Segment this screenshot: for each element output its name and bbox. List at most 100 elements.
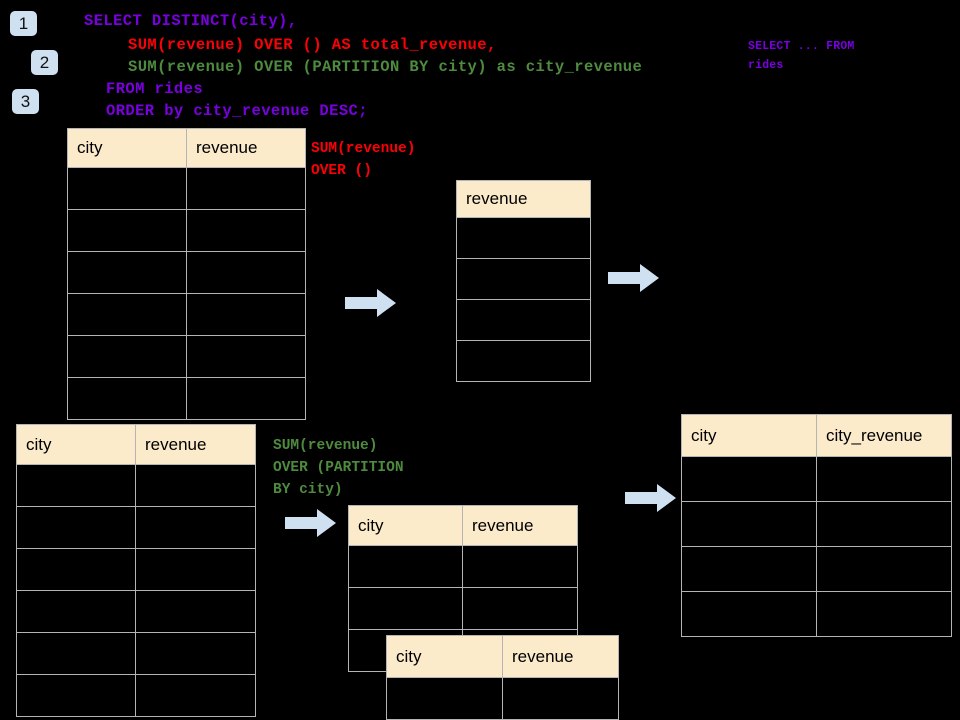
cell-city [681, 591, 817, 637]
table-rides-top: city revenue [67, 128, 306, 420]
cell-revenue [186, 293, 306, 336]
table-row [67, 293, 306, 336]
table-body [456, 217, 591, 382]
cell-revenue [456, 299, 591, 341]
arrow-rides-to-total-icon [345, 289, 396, 317]
cell-revenue [456, 217, 591, 259]
cell-revenue [186, 167, 306, 210]
table-row [348, 545, 578, 588]
table-body [67, 167, 306, 420]
cell-city [67, 251, 187, 294]
table-body [16, 464, 256, 717]
table-row [67, 377, 306, 420]
table-total-revenue: revenue [456, 180, 591, 382]
column-header-city: city [681, 414, 817, 457]
cell-revenue [456, 340, 591, 382]
column-header-city: city [348, 505, 463, 546]
arrow-rides-to-partition-icon [285, 509, 336, 537]
table-row [456, 217, 591, 259]
table-row [67, 209, 306, 252]
table-header-row: city revenue [386, 635, 619, 678]
cell-city [16, 506, 136, 549]
annotation-city-revenue-line3: BY city) [273, 482, 343, 498]
cell-city [681, 546, 817, 592]
column-header-city: city [16, 424, 136, 465]
sql-line-select: SELECT DISTINCT(city), [84, 12, 298, 30]
cell-city [681, 501, 817, 547]
cell-city-revenue [816, 591, 952, 637]
cell-revenue [462, 545, 578, 588]
cell-revenue [135, 506, 256, 549]
cell-city [681, 456, 817, 502]
column-header-city: city [386, 635, 503, 678]
cell-city [348, 545, 463, 588]
table-row [16, 548, 256, 591]
cell-revenue [135, 464, 256, 507]
column-header-revenue: revenue [456, 180, 591, 218]
table-body [681, 456, 952, 637]
sql-line-total-revenue: SUM(revenue) OVER () AS total_revenue, [128, 36, 497, 54]
table-row [681, 591, 952, 637]
cell-city-revenue [816, 456, 952, 502]
annotation-city-revenue-line1: SUM(revenue) [273, 438, 378, 454]
table-partition-front: city revenue [386, 635, 619, 720]
cell-revenue [135, 632, 256, 675]
step-badge-2-label: 2 [39, 53, 50, 72]
cell-city [67, 209, 187, 252]
table-row [16, 674, 256, 717]
cell-city [67, 377, 187, 420]
table-rides-bottom: city revenue [16, 424, 256, 717]
table-header-row: city city_revenue [681, 414, 952, 457]
cell-city [16, 548, 136, 591]
cell-revenue [186, 209, 306, 252]
arrow-partition-to-result-icon [625, 484, 676, 512]
table-row [456, 258, 591, 300]
annotation-total-revenue-line1: SUM(revenue) [311, 141, 416, 157]
cell-city [67, 167, 187, 210]
table-row [386, 677, 619, 720]
table-row [681, 546, 952, 592]
table-result: city city_revenue [681, 414, 952, 637]
table-body [386, 677, 619, 720]
step-badge-1-label: 1 [18, 14, 29, 33]
table-row [16, 506, 256, 549]
annotation-city-revenue-line2: OVER (PARTITION [273, 460, 404, 476]
side-note-rides: rides [748, 59, 784, 72]
cell-city [348, 587, 463, 630]
cell-city [16, 674, 136, 717]
table-header-row: city revenue [67, 128, 306, 168]
cell-city [67, 335, 187, 378]
table-row [16, 590, 256, 633]
step-badge-2: 2 [31, 50, 58, 75]
cell-revenue [462, 587, 578, 630]
table-header-row: revenue [456, 180, 591, 218]
sql-line-city-revenue: SUM(revenue) OVER (PARTITION BY city) as… [128, 58, 643, 76]
table-row [681, 456, 952, 502]
table-row [67, 335, 306, 378]
cell-city [67, 293, 187, 336]
column-header-revenue: revenue [186, 128, 306, 168]
step-badge-1: 1 [10, 11, 37, 36]
cell-city [16, 464, 136, 507]
sql-line-from: FROM rides [106, 80, 204, 98]
step-badge-3: 3 [12, 89, 39, 114]
cell-city [386, 677, 503, 720]
table-row [16, 464, 256, 507]
annotation-total-revenue-line2: OVER () [311, 163, 372, 179]
table-row [67, 167, 306, 210]
cell-city-revenue [816, 501, 952, 547]
side-note-select-from: SELECT ... FROM [748, 40, 855, 53]
cell-city-revenue [816, 546, 952, 592]
cell-city [16, 590, 136, 633]
arrow-total-to-result-icon [608, 264, 659, 292]
cell-revenue [135, 674, 256, 717]
cell-revenue [135, 548, 256, 591]
table-row [456, 299, 591, 341]
column-header-city: city [67, 128, 187, 168]
table-row [681, 501, 952, 547]
table-row [456, 340, 591, 382]
cell-city [16, 632, 136, 675]
cell-revenue [186, 251, 306, 294]
cell-revenue [186, 377, 306, 420]
